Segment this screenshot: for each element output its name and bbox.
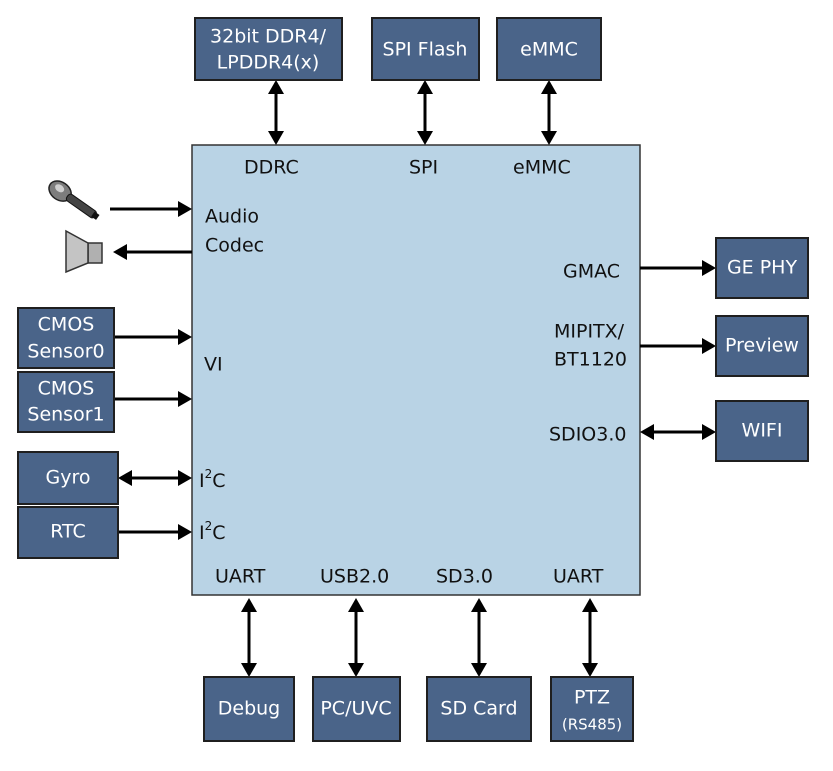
wifi-arrow-right [702,424,716,440]
microphone-arrow [178,201,192,217]
ptz-box: PTZ (RS485) [550,676,634,742]
wifi-box: WIFI [715,400,809,462]
cmos0-arrow [178,329,192,345]
emmc-arrow-up [541,80,557,94]
ge-phy-box: GE PHY [715,237,809,299]
debug-label: Debug [218,698,280,720]
vi-port-label: VI [204,354,223,376]
ge-phy-label: GE PHY [727,257,798,279]
usb-port-label: USB2.0 [320,566,389,588]
sd-card-label: SD Card [440,698,517,720]
ddr-arrow-down [268,131,284,145]
sd-port-label: SD3.0 [436,566,493,588]
spi-flash-label: SPI Flash [383,39,468,61]
ptz-arrow-down [582,663,598,677]
ge-phy-arrow [702,260,716,276]
cmos0-label-line2: Sensor0 [27,341,104,363]
spi-flash-box: SPI Flash [371,17,480,81]
rtc-label: RTC [50,521,86,543]
emmc-box: eMMC [496,17,602,81]
preview-box: Preview [715,315,809,377]
uart-debug-port-label: UART [215,566,266,588]
mipitx-label-line1: MIPITX/ [554,321,625,343]
ddr-memory-box: 32bit DDR4/ LPDDR4(x) [194,17,343,81]
i2c-gyro-port-label: I2C [199,467,226,492]
uart-ptz-port-label: UART [553,566,604,588]
debug-box: Debug [203,676,295,742]
i2c-rtc-port-label: I2C [199,519,226,544]
gyro-label: Gyro [46,467,91,489]
audio-codec-label-line1: Audio [205,206,259,228]
rtc-box: RTC [17,506,119,559]
cmos-sensor0-box: CMOS Sensor0 [17,307,115,369]
gyro-arrow-right [178,470,192,486]
ptz-arrow-up [582,598,598,612]
mipitx-label-line2: BT1120 [554,349,627,371]
cmos1-label-line1: CMOS [38,378,95,400]
ddrc-port-label: DDRC [244,157,299,179]
ptz-label-line1: PTZ [574,687,610,709]
wifi-arrow-left [640,424,654,440]
ddr-label-line2: LPDDR4(x) [217,52,320,74]
audio-codec-label-line2: Codec [205,235,264,257]
sd-card-arrow-down [471,663,487,677]
spi-flash-arrow-down [417,131,433,145]
pc-uvc-label: PC/UVC [320,698,391,720]
emmc-label: eMMC [520,39,578,61]
gyro-arrow-left [118,470,132,486]
sd-card-arrow-up [471,598,487,612]
emmc-arrow-down [541,131,557,145]
spi-flash-arrow-up [417,80,433,94]
preview-label: Preview [725,335,799,357]
soc-block [191,144,641,596]
debug-arrow-up [241,598,257,612]
soc-port-labels: DDRC SPI eMMC Audio Codec VI I2C I2C GMA… [199,157,627,588]
cmos-sensor1-box: CMOS Sensor1 [17,371,115,433]
pc-uvc-box: PC/UVC [312,676,401,742]
speaker-icon [65,229,103,274]
ddr-label-line1: 32bit DDR4/ [210,26,327,48]
cmos0-label-line1: CMOS [38,314,95,336]
pc-uvc-arrow-down [348,663,364,677]
sdio-port-label: SDIO3.0 [549,424,626,446]
speaker-arrow [113,244,127,260]
gyro-box: Gyro [17,451,119,505]
gmac-port-label: GMAC [563,261,620,283]
spi-port-label: SPI [409,157,438,179]
ddr-arrow-up [268,80,284,94]
preview-arrow [702,338,716,354]
ptz-label-line2: (RS485) [562,716,622,734]
wifi-label: WIFI [742,420,783,442]
connections [110,92,704,665]
rtc-arrow [178,524,192,540]
debug-arrow-down [241,663,257,677]
cmos1-label-line2: Sensor1 [27,404,104,426]
cmos1-arrow [178,391,192,407]
emmc-port-label: eMMC [513,157,571,179]
pc-uvc-arrow-up [348,598,364,612]
sd-card-box: SD Card [426,676,532,742]
microphone-icon [48,180,100,220]
arrowheads [113,80,716,677]
